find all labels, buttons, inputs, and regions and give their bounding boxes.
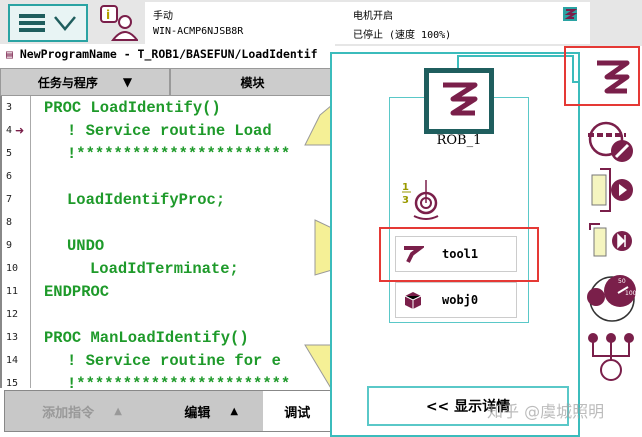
code-line[interactable]: 5 !*********************** [2, 142, 332, 165]
highlight-box [564, 46, 640, 106]
tab-tasks-programs[interactable]: 任务与程序▼ [0, 68, 170, 96]
step-icon [589, 223, 632, 257]
code-editor[interactable]: 3 PROC LoadIdentify() 4➜ ! Service routine … [0, 96, 332, 388]
workobject-selector[interactable]: wobj0 [395, 282, 517, 318]
code-line[interactable]: 12 [2, 303, 332, 326]
line-number: 12 [6, 309, 19, 320]
code-line[interactable]: 8 [2, 211, 332, 234]
code-line[interactable]: 14 ! Service routine for e [2, 349, 332, 372]
code-text: PROC LoadIdentify() [44, 98, 221, 117]
line-number: 13 [6, 332, 19, 343]
code-text: ENDPROC [44, 282, 110, 301]
workobject-cube-icon [404, 292, 422, 309]
code-text: !*********************** [67, 144, 291, 163]
svg-text:i: i [106, 8, 110, 22]
tool-icon [404, 246, 424, 263]
code-line[interactable]: 10 LoadIdTerminate; [2, 257, 332, 280]
tab-modules[interactable]: 模块 [170, 68, 335, 96]
code-line[interactable]: 15 !*********************** [2, 372, 332, 389]
dropdown-arrow-icon: ▼ [122, 75, 133, 89]
robot-status-icon[interactable] [563, 7, 577, 21]
callout-arrows [304, 104, 332, 391]
show-details-button[interactable]: << 显示详情 [367, 386, 569, 426]
svg-text:100: 100 [625, 290, 637, 297]
task-tree-icon [588, 333, 634, 381]
robot-arm-icon [597, 60, 630, 94]
watermark: 知乎 @虞城照明 [487, 402, 605, 421]
program-icon: ▤ [6, 47, 20, 61]
step-mode-button[interactable] [584, 116, 638, 166]
line-number: 8 [6, 217, 13, 228]
main-menu-button[interactable] [8, 4, 88, 42]
robot-unit-label: ROB_1 [436, 133, 482, 148]
operating-mode: 手动 [153, 11, 173, 22]
speed-button[interactable]: 50 100 [584, 272, 638, 322]
line-number: 4 [6, 125, 13, 136]
edit-button[interactable]: 编辑▲ [159, 391, 264, 431]
line-number: 14 [6, 355, 19, 366]
code-text: ! Service routine Load [67, 121, 272, 140]
code-line[interactable]: 6 [2, 165, 332, 188]
gutter-divider [30, 96, 31, 388]
debug-button[interactable]: 调试 [263, 391, 331, 431]
code-line[interactable]: 9 UNDO [2, 234, 332, 257]
tasks-button[interactable] [584, 332, 638, 382]
robot-arm-icon [443, 82, 478, 116]
line-number: 10 [6, 263, 19, 274]
arrow-up-icon: ▲ [230, 405, 239, 417]
line-number: 5 [6, 148, 13, 159]
status-bar: 手动 WIN-ACMP6NJSB8R 电机开启 已停止 (速度 100%) [145, 2, 590, 44]
increment-icon[interactable]: 13 [402, 178, 444, 222]
svg-text:50: 50 [618, 278, 626, 285]
line-number: 15 [6, 378, 19, 388]
controller-name: WIN-ACMP6NJSB8R [153, 26, 244, 37]
program-pointer-icon: ➜ [15, 124, 25, 137]
code-text: !*********************** [67, 374, 291, 389]
highlight-box [379, 227, 539, 282]
code-line[interactable]: 7 LoadIdentifyProc; [2, 188, 332, 211]
code-line[interactable]: 11 ENDPROC [2, 280, 332, 303]
mechanical-unit-button[interactable] [584, 53, 638, 103]
editor-toolbar: 添加指令▲ 编辑▲ 调试 [4, 390, 332, 432]
arrow-up-icon: ▲ [114, 405, 122, 417]
step-button[interactable] [584, 218, 638, 268]
incremental-stop-icon [588, 121, 633, 162]
run-mode-button[interactable] [584, 165, 638, 215]
code-text: LoadIdTerminate; [90, 259, 239, 278]
code-line[interactable]: 3 PROC LoadIdentify() [2, 96, 332, 119]
line-number: 7 [6, 194, 13, 205]
add-instruction-button[interactable]: 添加指令▲ [5, 391, 160, 431]
speed-gauge-icon: 50 100 [587, 275, 637, 322]
editor-tabs: 任务与程序▼ 模块 [0, 68, 335, 96]
line-number: 9 [6, 240, 13, 251]
program-state: 已停止 (速度 100%) [353, 30, 452, 41]
line-number: 3 [6, 102, 13, 113]
code-text: LoadIdentifyProc; [67, 190, 226, 209]
svg-text:3: 3 [402, 195, 409, 206]
svg-text:1: 1 [402, 182, 409, 193]
chevron-down-icon [54, 16, 76, 31]
run-continuous-icon [591, 168, 633, 212]
robot-unit-button[interactable] [424, 68, 494, 134]
motor-state: 电机开启 [353, 11, 393, 22]
panel-connector [457, 55, 580, 83]
line-number: 6 [6, 171, 13, 182]
event-log-icon[interactable]: i [98, 4, 138, 42]
code-text: UNDO [67, 236, 105, 255]
code-text: PROC ManLoadIdentify() [44, 328, 249, 347]
code-text: ! Service routine for e [67, 351, 281, 370]
code-line[interactable]: 13 PROC ManLoadIdentify() [2, 326, 332, 349]
code-line[interactable]: 4➜ ! Service routine Load [2, 119, 332, 142]
tool-selector[interactable]: tool1 [395, 236, 517, 272]
hamburger-icon [19, 14, 45, 32]
line-number: 11 [6, 286, 19, 297]
program-path-title: ▤ NewProgramName - T_ROB1/BASEFUN/LoadId… [0, 44, 335, 66]
